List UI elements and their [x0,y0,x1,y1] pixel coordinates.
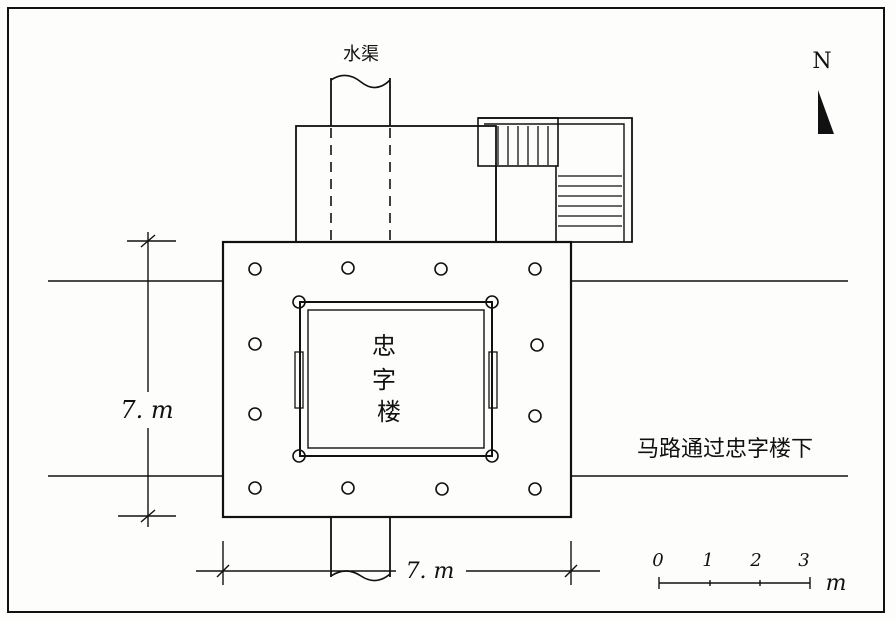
column [530,338,544,352]
building-name-char-1: 忠 [372,332,396,360]
building-name-char-3: 楼 [377,398,401,426]
scale-bar: 0 1 2 3 m [652,550,846,596]
column [248,262,262,276]
road-note: 马路通过忠字楼下 [637,437,813,462]
scale-tick-0: 0 [652,550,663,571]
building-name-char-2: 字 [372,366,396,394]
column [528,409,542,423]
column [341,481,355,495]
column [434,262,448,276]
page-border [7,7,885,613]
dimension-horizontal-label: 7. m [406,559,455,584]
dimension-vertical-label: 7. m [120,396,173,424]
column [341,261,355,275]
scale-unit: m [826,571,847,596]
column [528,262,542,276]
canal-north [330,74,391,126]
north-label: N [812,49,831,74]
staircase [477,117,633,243]
building-outline [221,240,573,519]
north-arrow: N [812,49,834,134]
column [435,482,449,496]
column [248,337,262,351]
column [528,482,542,496]
scale-tick-1: 1 [702,550,713,571]
canal-south [330,517,391,582]
columns [248,261,544,496]
column [248,481,262,495]
scale-tick-2: 2 [749,550,761,571]
dimension-vertical [118,232,176,527]
column [248,407,262,421]
north-annex [295,125,497,243]
canal-label: 水渠 [343,44,379,65]
scale-tick-3: 3 [798,550,809,571]
inner-hall [292,295,499,463]
